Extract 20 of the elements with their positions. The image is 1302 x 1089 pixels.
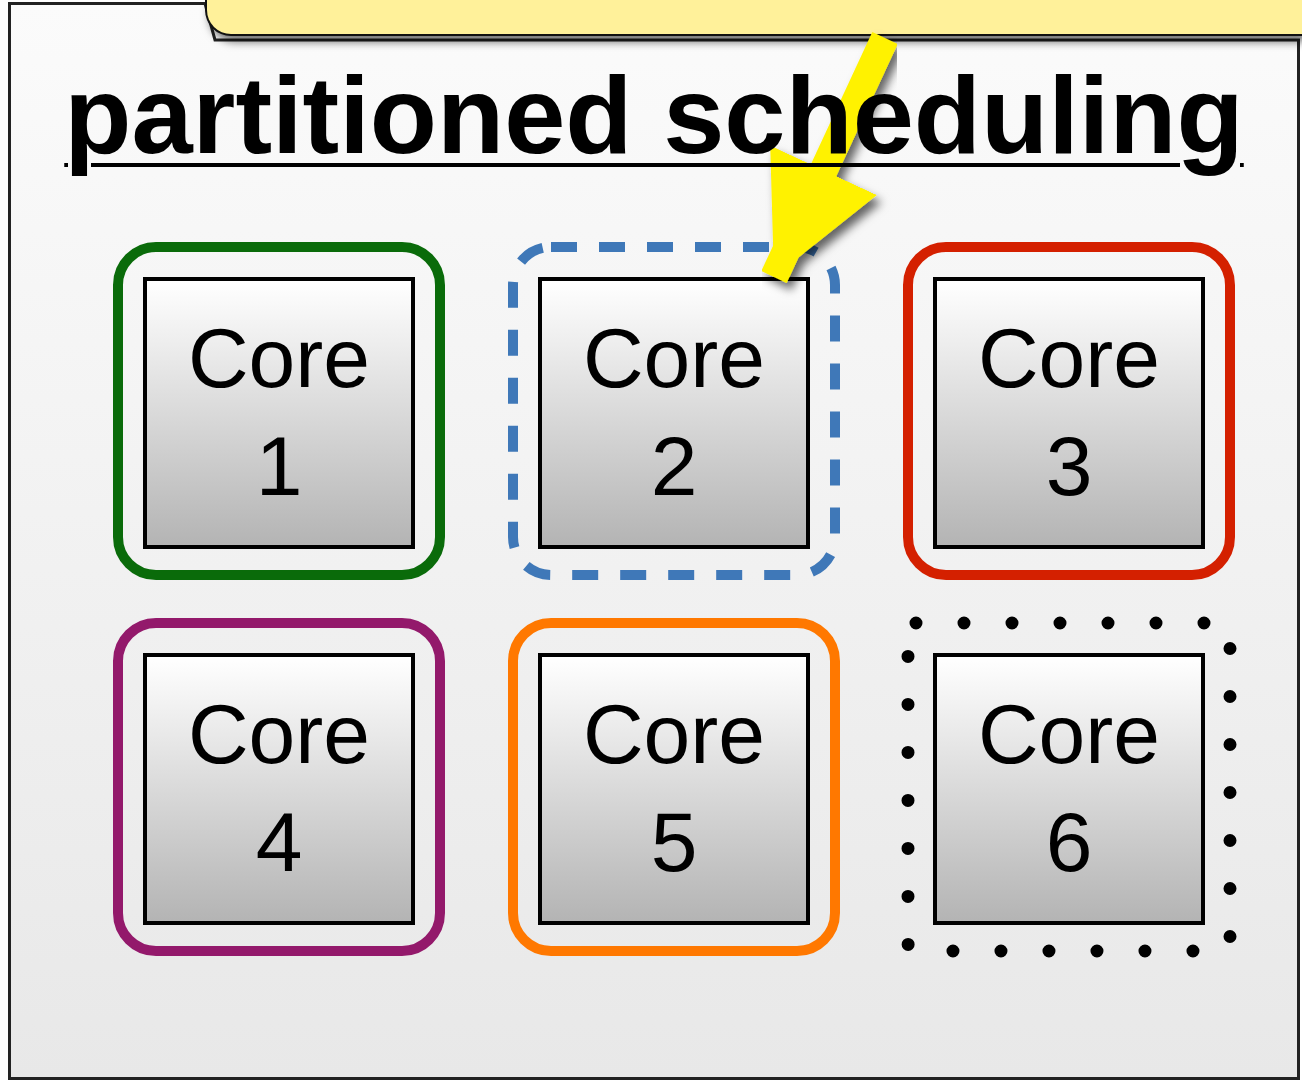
core-box <box>538 653 810 925</box>
core-box <box>933 277 1205 549</box>
partition-outline <box>113 618 445 956</box>
core-box <box>538 277 810 549</box>
partition-outline <box>903 618 1235 956</box>
core-label: Core 6 <box>976 686 1162 891</box>
partition-outline <box>113 242 445 580</box>
core-label: Core 4 <box>186 686 372 891</box>
partition-outline <box>508 242 840 580</box>
core-label: Core 1 <box>186 310 372 515</box>
partition-outline <box>508 618 840 956</box>
core-box <box>143 653 415 925</box>
core-box <box>933 653 1205 925</box>
callout-box <box>205 0 1302 36</box>
folder-panel <box>8 2 1300 1080</box>
core-label: Core 5 <box>581 686 767 891</box>
partition-outline <box>903 242 1235 580</box>
core-box <box>143 277 415 549</box>
core-label: Core 2 <box>581 310 767 515</box>
core-label: Core 3 <box>976 310 1162 515</box>
